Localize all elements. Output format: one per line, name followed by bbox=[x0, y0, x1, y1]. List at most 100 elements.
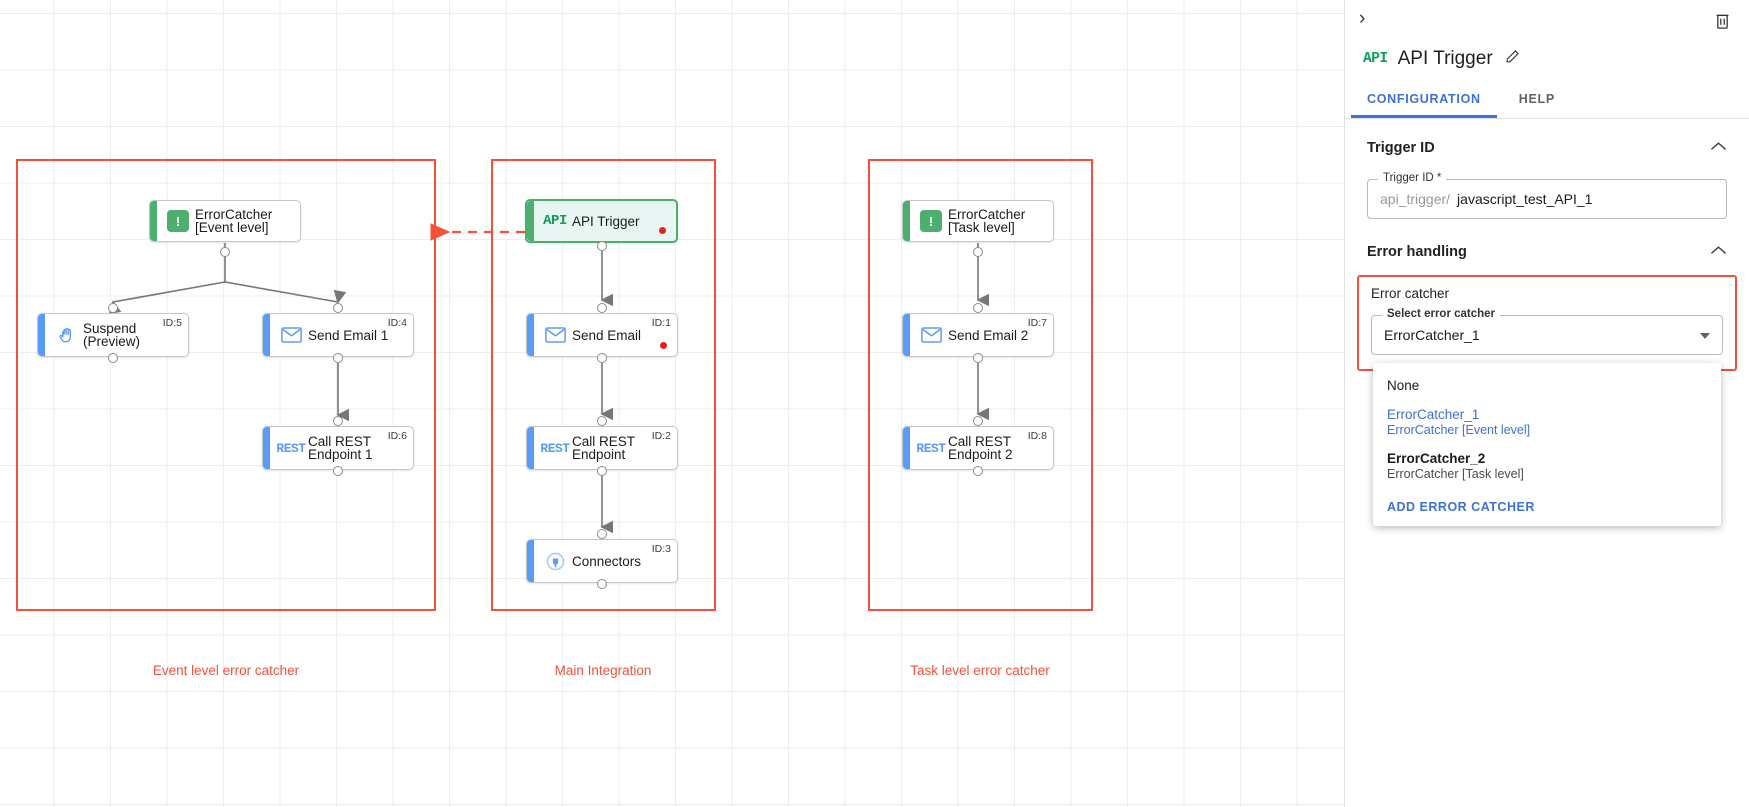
error-catcher-dropdown-menu[interactable]: None ErrorCatcher_1 ErrorCatcher [Event … bbox=[1373, 363, 1721, 526]
node-accent-bar bbox=[527, 427, 534, 469]
node-error-indicator bbox=[660, 342, 667, 349]
error-catcher-icon: ! bbox=[914, 210, 948, 232]
node-title: Connectors bbox=[572, 553, 642, 569]
add-error-catcher-button[interactable]: ADD ERROR CATCHER bbox=[1387, 500, 1535, 514]
envelope-icon bbox=[538, 327, 572, 343]
chevron-up-icon[interactable] bbox=[1710, 243, 1727, 261]
group-event-level[interactable] bbox=[16, 159, 436, 611]
node-port-out[interactable] bbox=[973, 466, 983, 476]
trigger-id-field[interactable]: Trigger ID * api_trigger/ javascript_tes… bbox=[1367, 172, 1727, 219]
node-port-out[interactable] bbox=[597, 241, 607, 251]
rest-icon: REST bbox=[540, 440, 570, 456]
panel-tabs: CONFIGURATION HELP bbox=[1345, 92, 1749, 119]
select-legend: Select error catcher bbox=[1382, 308, 1501, 320]
group-label-main-integration: Main Integration bbox=[554, 663, 652, 678]
node-call-rest-endpoint[interactable]: REST Call REST Endpoint ID:2 bbox=[526, 426, 678, 470]
section-trigger-id-header[interactable]: Trigger ID bbox=[1345, 119, 1749, 157]
node-title: ErrorCatcher [Event level] bbox=[195, 207, 273, 235]
group-task-level[interactable] bbox=[868, 159, 1093, 611]
node-port-out[interactable] bbox=[597, 353, 607, 363]
node-id-badge: ID:8 bbox=[1027, 430, 1047, 442]
error-catcher-label: Error catcher bbox=[1371, 286, 1450, 301]
section-error-handling-header[interactable]: Error handling bbox=[1345, 219, 1749, 261]
tab-help[interactable]: HELP bbox=[1518, 92, 1555, 106]
node-port-in[interactable] bbox=[597, 303, 607, 313]
node-accent-bar bbox=[38, 314, 45, 356]
node-port-out[interactable] bbox=[333, 466, 343, 476]
node-api-trigger[interactable]: API API Trigger bbox=[525, 199, 678, 243]
menu-item-error-catcher-1[interactable]: ErrorCatcher_1 ErrorCatcher [Event level… bbox=[1373, 400, 1721, 444]
error-catcher-icon: ! bbox=[161, 210, 195, 232]
group-label-event-level: Event level error catcher bbox=[152, 663, 300, 678]
collapse-panel-icon[interactable]: › bbox=[1359, 8, 1366, 29]
select-value: ErrorCatcher_1 bbox=[1384, 327, 1480, 343]
node-port-in[interactable] bbox=[108, 303, 118, 313]
node-id-badge: ID:1 bbox=[651, 317, 671, 329]
trigger-id-input[interactable]: javascript_test_API_1 bbox=[1457, 191, 1593, 207]
node-port-out[interactable] bbox=[973, 353, 983, 363]
node-call-rest-endpoint-1[interactable]: REST Call REST Endpoint 1 ID:6 bbox=[262, 426, 414, 470]
connectors-icon bbox=[538, 551, 572, 572]
node-title: Send Email 2 bbox=[948, 327, 1029, 343]
node-send-email[interactable]: Send Email ID:1 bbox=[526, 313, 678, 357]
node-send-email-1[interactable]: Send Email 1 ID:4 bbox=[262, 313, 414, 357]
chevron-down-icon[interactable] bbox=[1700, 333, 1710, 339]
node-title: Send Email bbox=[572, 327, 642, 343]
node-port-in[interactable] bbox=[333, 416, 343, 426]
node-connectors[interactable]: Connectors ID:3 bbox=[526, 539, 678, 583]
node-port-out[interactable] bbox=[108, 353, 118, 363]
page-title: API Trigger bbox=[1397, 48, 1493, 69]
api-icon: API bbox=[543, 213, 567, 229]
menu-item-description: ErrorCatcher [Event level] bbox=[1387, 423, 1531, 437]
node-accent-bar bbox=[527, 201, 534, 241]
chevron-up-icon[interactable] bbox=[1710, 139, 1727, 157]
group-label-task-level: Task level error catcher bbox=[910, 663, 1050, 678]
menu-item-error-catcher-2[interactable]: ErrorCatcher_2 ErrorCatcher [Task level] bbox=[1373, 444, 1721, 488]
node-send-email-2[interactable]: Send Email 2 ID:7 bbox=[902, 313, 1054, 357]
node-id-badge: ID:4 bbox=[387, 317, 407, 329]
node-id-badge: ID:7 bbox=[1027, 317, 1047, 329]
node-accent-bar bbox=[263, 427, 270, 469]
group-main-integration[interactable] bbox=[491, 159, 716, 611]
section-title: Trigger ID bbox=[1367, 140, 1435, 156]
node-port-in[interactable] bbox=[333, 303, 343, 313]
node-port-in[interactable] bbox=[973, 416, 983, 426]
menu-item-description: ErrorCatcher [Task level] bbox=[1387, 467, 1524, 481]
edit-icon[interactable] bbox=[1505, 49, 1520, 69]
node-port-in[interactable] bbox=[597, 529, 607, 539]
menu-item-none[interactable]: None bbox=[1373, 371, 1721, 400]
node-port-in[interactable] bbox=[597, 416, 607, 426]
node-port-out[interactable] bbox=[333, 353, 343, 363]
node-title: Call REST Endpoint bbox=[572, 434, 636, 462]
trigger-id-legend: Trigger ID * bbox=[1378, 172, 1447, 184]
node-title: Call REST Endpoint 2 bbox=[948, 434, 1013, 462]
node-title: ErrorCatcher [Task level] bbox=[948, 207, 1026, 235]
node-port-out[interactable] bbox=[597, 466, 607, 476]
node-port-out[interactable] bbox=[973, 247, 983, 257]
trigger-id-prefix: api_trigger/ bbox=[1380, 191, 1451, 207]
node-error-catcher-task[interactable]: ! ErrorCatcher [Task level] bbox=[902, 200, 1054, 242]
section-title: Error handling bbox=[1367, 244, 1467, 260]
menu-item-label: ErrorCatcher_1 bbox=[1387, 407, 1480, 422]
node-port-out[interactable] bbox=[597, 579, 607, 589]
delete-icon[interactable] bbox=[1714, 11, 1731, 35]
node-accent-bar bbox=[903, 201, 910, 241]
rest-icon: REST bbox=[916, 440, 946, 456]
node-suspend-preview[interactable]: Suspend (Preview) ID:5 bbox=[37, 313, 189, 357]
node-title: Suspend (Preview) bbox=[83, 321, 141, 349]
node-accent-bar bbox=[263, 314, 270, 356]
properties-panel: › API API Trigger CONFIGURATION HELP bbox=[1344, 0, 1749, 807]
panel-toolbar: › bbox=[1345, 0, 1749, 42]
node-port-in[interactable] bbox=[973, 303, 983, 313]
node-call-rest-endpoint-2[interactable]: REST Call REST Endpoint 2 ID:8 bbox=[902, 426, 1054, 470]
error-catcher-box: Error catcher Select error catcher Error… bbox=[1357, 275, 1737, 526]
tab-configuration[interactable]: CONFIGURATION bbox=[1351, 92, 1497, 118]
workflow-canvas[interactable]: Event level error catcher Main Integrati… bbox=[0, 0, 1344, 807]
node-title: Send Email 1 bbox=[308, 327, 389, 343]
node-error-catcher-event[interactable]: ! ErrorCatcher [Event level] bbox=[149, 200, 301, 242]
node-title: Call REST Endpoint 1 bbox=[308, 434, 373, 462]
select-error-catcher[interactable]: Select error catcher ErrorCatcher_1 bbox=[1371, 308, 1723, 355]
node-port-out[interactable] bbox=[220, 247, 230, 257]
node-accent-bar bbox=[527, 540, 534, 582]
